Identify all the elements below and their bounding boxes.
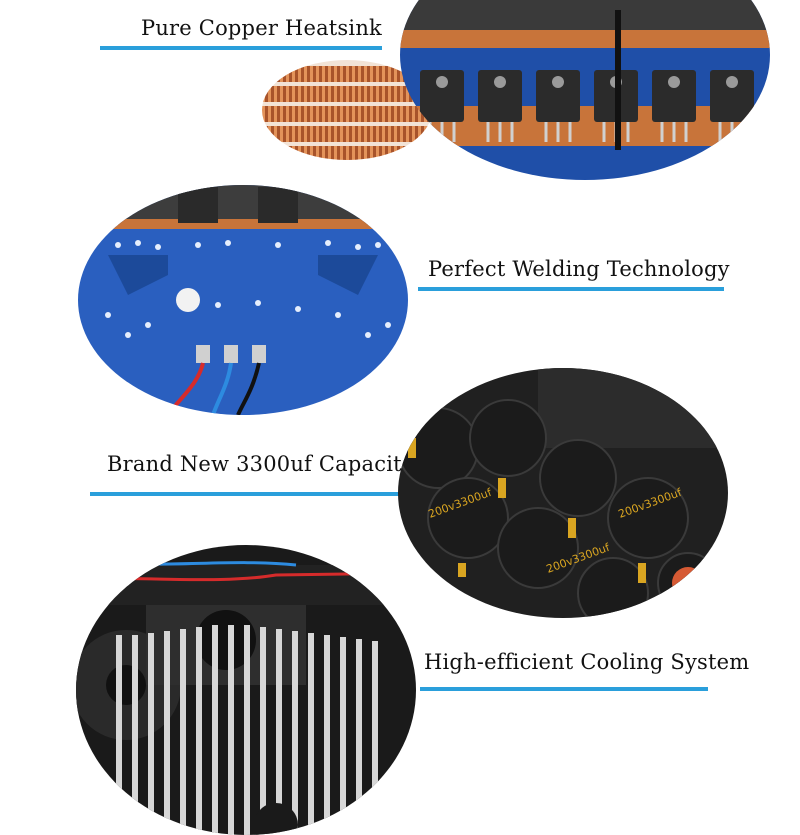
feature-label-copper-heatsink: Pure Copper Heatsink xyxy=(141,16,382,40)
copper-heatsink-photo xyxy=(400,0,770,180)
feature-label-cooling-system: High-efficient Cooling System xyxy=(424,650,750,674)
feature-underline-1 xyxy=(100,46,382,50)
feature-label-capacitor: Brand New 3300uf Capacitor xyxy=(107,452,425,476)
feature-label-welding-technology: Perfect Welding Technology xyxy=(428,257,730,281)
capacitor-photo: 200v3300uf 200v3300uf 200v3300uf xyxy=(398,368,728,618)
feature-underline-2 xyxy=(418,287,724,291)
circuit-board-photo xyxy=(78,185,408,415)
feature-underline-4 xyxy=(420,687,708,691)
cooling-fins-photo xyxy=(76,545,416,835)
feature-underline-3 xyxy=(90,492,402,496)
